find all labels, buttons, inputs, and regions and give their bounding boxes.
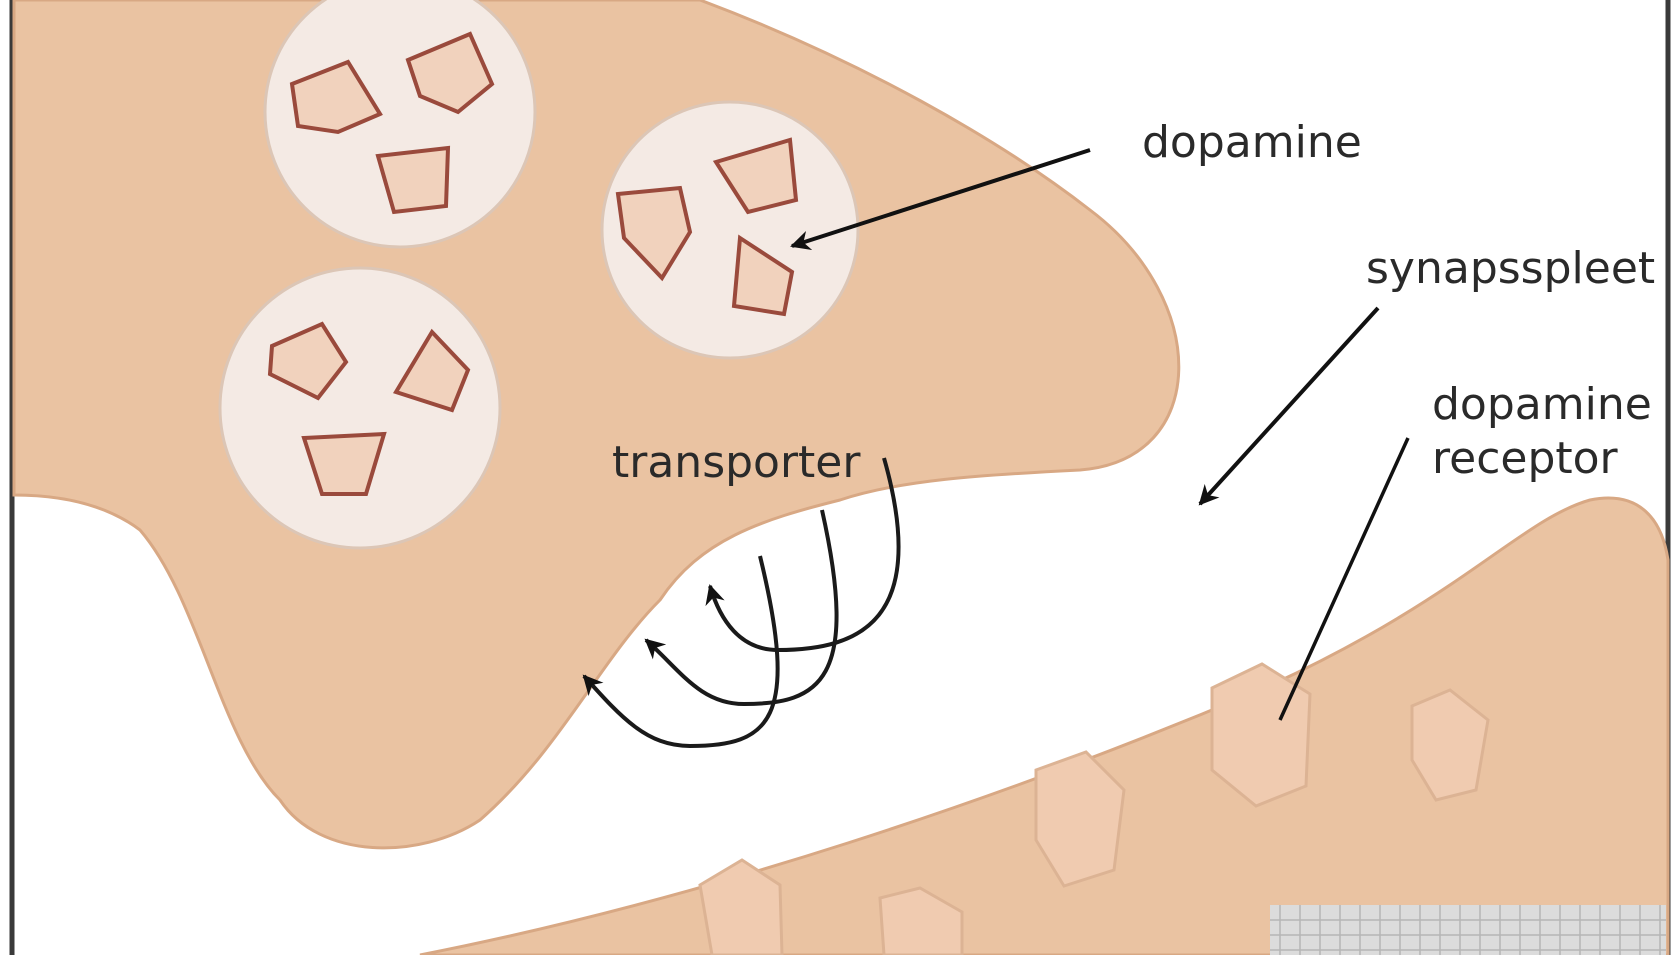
synaptic-cleft-label: synapsspleet	[1366, 244, 1655, 294]
vesicle-2	[602, 102, 858, 358]
vesicle-3	[220, 268, 500, 548]
dopamine-label: dopamine	[1142, 118, 1362, 168]
vesicle-1	[265, 0, 535, 247]
presynaptic-terminal	[14, 0, 1179, 848]
synaptic-cleft-pointer-arrow	[1200, 308, 1378, 504]
grid-strip	[1270, 905, 1666, 955]
transporter-label: transporter	[612, 438, 860, 488]
receptor-label-line2: receptor	[1432, 434, 1618, 484]
receptor-label-line1: dopamine	[1432, 380, 1652, 430]
